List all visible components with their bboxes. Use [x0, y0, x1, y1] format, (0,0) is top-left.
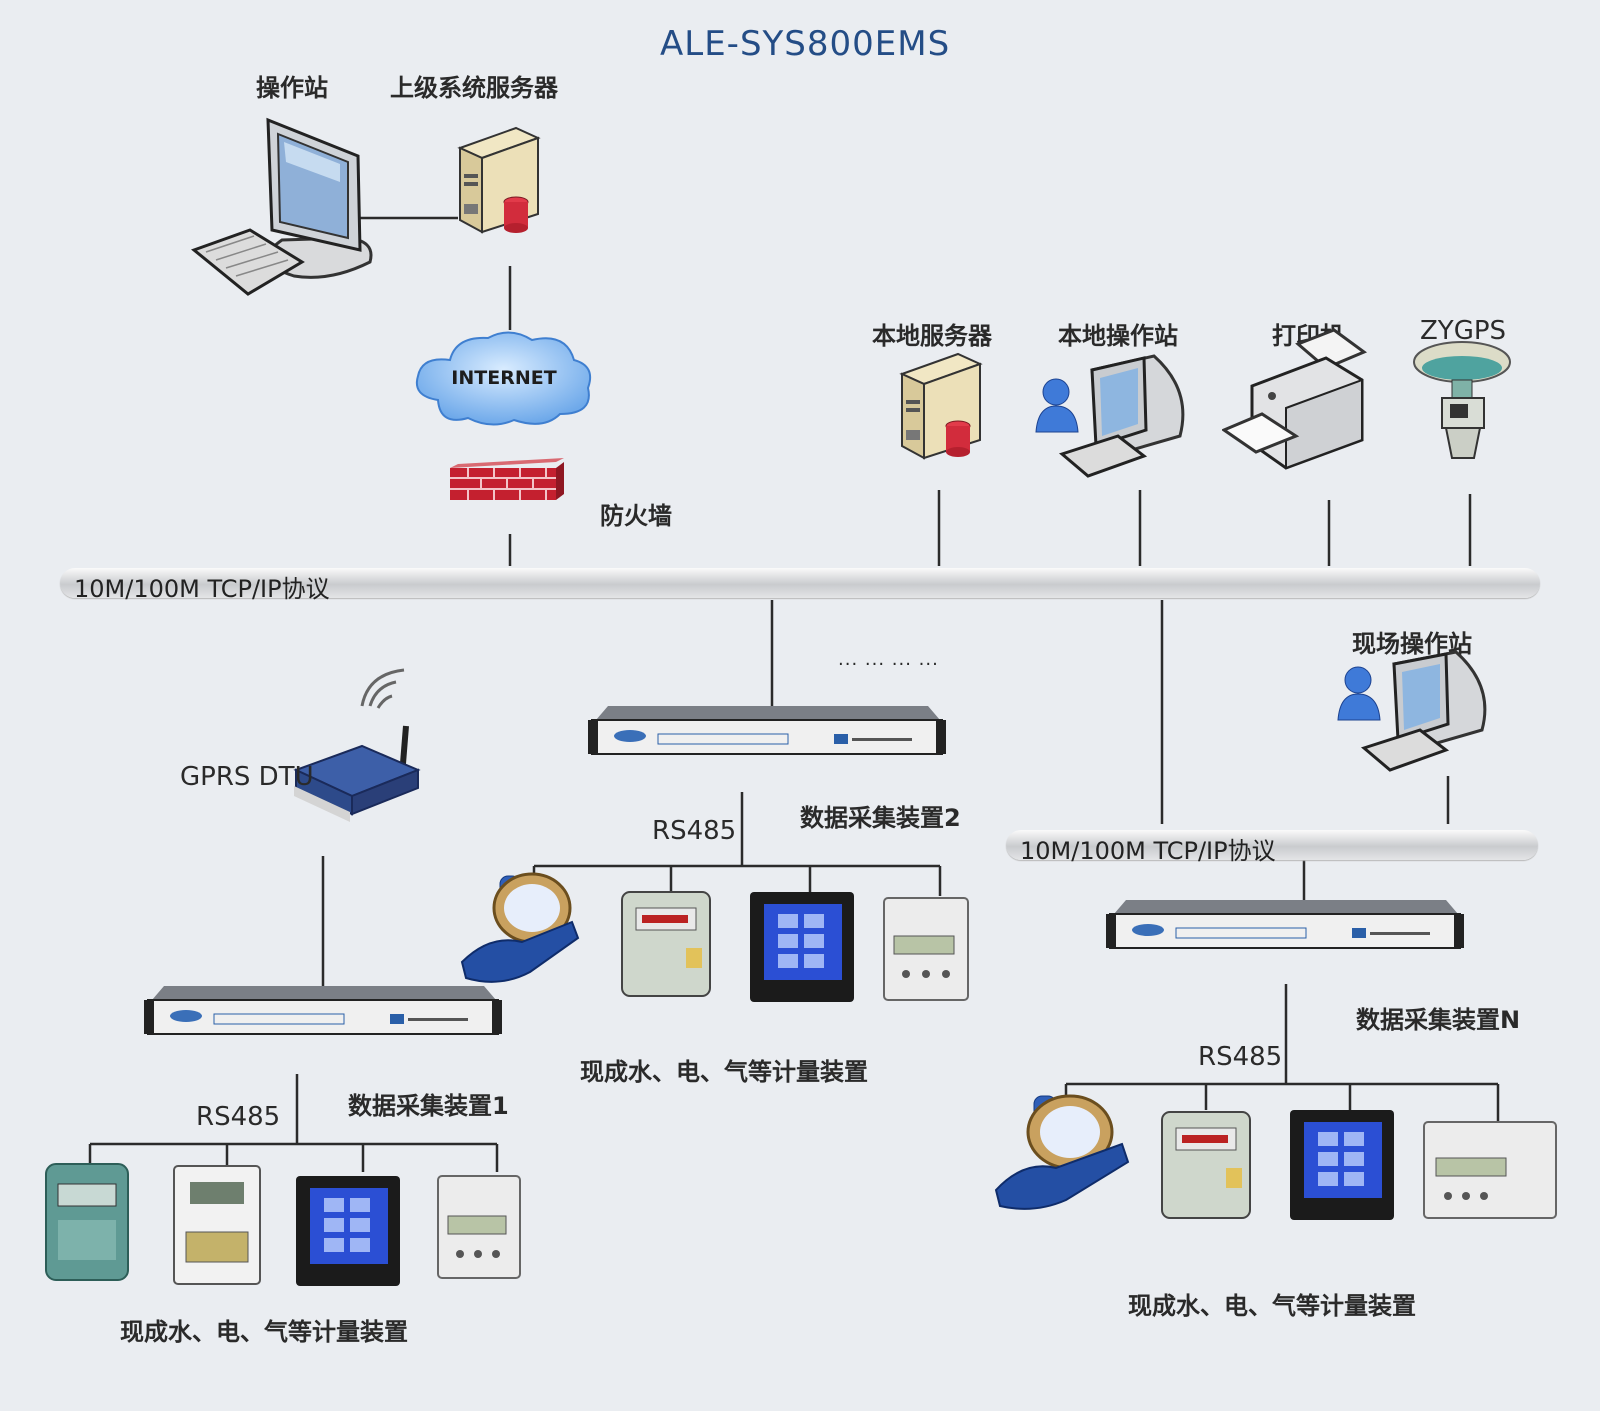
local-server-label: 本地服务器 [872, 322, 992, 350]
firewall-label: 防火墙 [600, 502, 672, 530]
gprs-dtu-icon [293, 668, 421, 822]
gas-meter-icon [621, 891, 711, 997]
meters-label-2: 现成水、电、气等计量装置 [580, 1058, 868, 1086]
din-meter-icon [437, 1175, 521, 1279]
collector-2-label: 数据采集装置2 [800, 804, 961, 832]
secondary-tcpip-bus: 10M/100M TCP/IP协议 [1006, 830, 1538, 865]
operator-station-label: 操作站 [256, 74, 328, 102]
local-station-label: 本地操作站 [1058, 322, 1178, 350]
rs485-label-n: RS485 [1198, 1042, 1283, 1072]
upper-server-label: 上级系统服务器 [390, 74, 558, 102]
water-meter-icon [994, 1094, 1130, 1210]
local-station-icon [1035, 354, 1185, 478]
energy-meter-icon [173, 1165, 261, 1285]
main-tcpip-bus: 10M/100M TCP/IP协议 [60, 568, 1540, 603]
upper-server-icon [457, 126, 541, 234]
rs485-label-2: RS485 [652, 816, 737, 846]
collector-1-icon [144, 986, 502, 1035]
main-bus-label: 10M/100M TCP/IP协议 [74, 575, 330, 603]
power-meter-icon [1290, 1110, 1394, 1220]
gps-label: ZYGPS [1420, 316, 1507, 346]
din-meter-icon [883, 897, 969, 1001]
page-title: ALE-SYS800EMS [660, 24, 951, 64]
printer-icon [1222, 328, 1368, 470]
collector-n-icon [1106, 900, 1464, 949]
meters-label-1: 现成水、电、气等计量装置 [120, 1318, 408, 1346]
field-station-icon [1337, 650, 1487, 772]
power-meter-icon [296, 1176, 400, 1286]
firewall-icon [450, 458, 564, 500]
gps-receiver-icon [1413, 341, 1511, 459]
internet-cloud-icon: INTERNET [416, 331, 592, 426]
ellipsis-label: ··· ··· ··· ··· [838, 654, 939, 675]
gas-meter-icon [45, 1163, 129, 1281]
gas-meter-icon [1161, 1111, 1251, 1219]
water-meter-icon [460, 872, 580, 983]
collector-1-label: 数据采集装置1 [348, 1092, 509, 1120]
collector-n-label: 数据采集装置N [1356, 1006, 1521, 1034]
din-meter-icon [1423, 1121, 1557, 1219]
operator-station-icon [190, 117, 373, 296]
rs485-label-1: RS485 [196, 1102, 281, 1132]
power-meter-icon [750, 892, 854, 1002]
secondary-bus-label: 10M/100M TCP/IP协议 [1020, 837, 1276, 865]
collector-2-icon [588, 706, 946, 755]
local-server-icon [899, 352, 983, 460]
gprs-label: GPRS DTU [180, 762, 314, 792]
meters-label-n: 现成水、电、气等计量装置 [1128, 1292, 1416, 1320]
internet-label: INTERNET [451, 367, 556, 389]
